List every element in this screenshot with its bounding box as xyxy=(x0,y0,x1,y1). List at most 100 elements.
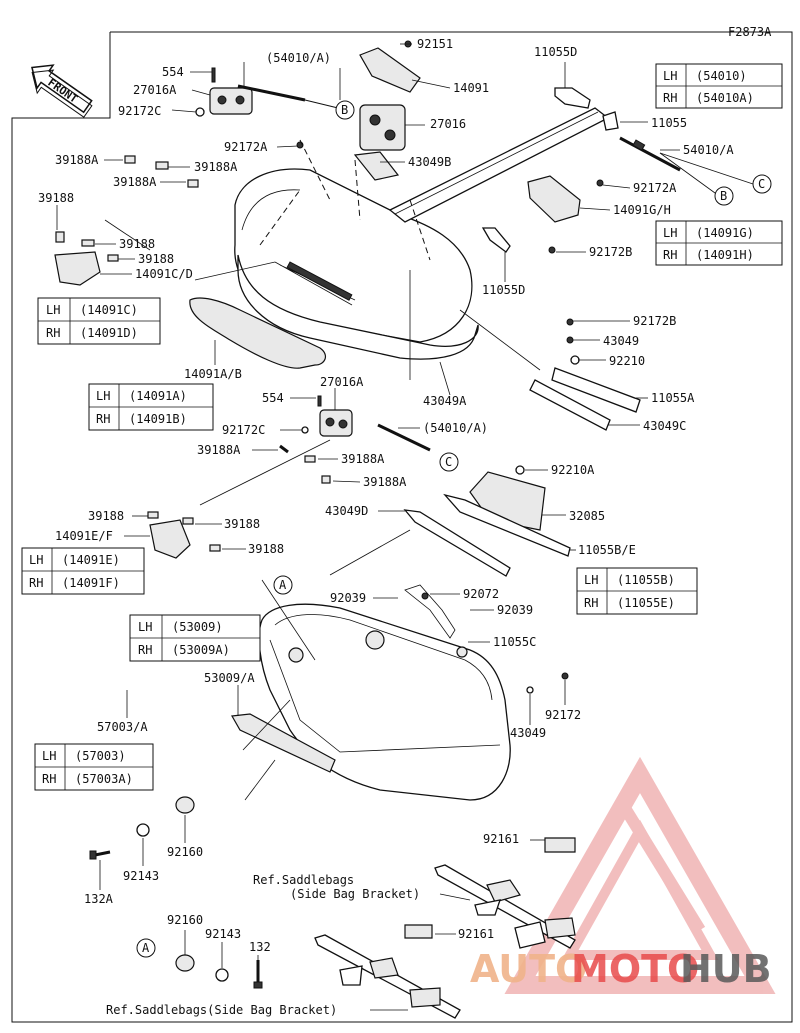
label-43049b: 43049B xyxy=(408,155,451,169)
label-39188-m1: 39188 xyxy=(88,509,124,523)
svg-text:(14091F): (14091F) xyxy=(62,576,120,590)
label-11055be: 11055B/E xyxy=(578,543,636,557)
label-39188a-m2: 39188A xyxy=(341,452,385,466)
svg-text:B: B xyxy=(720,189,727,203)
svg-text:RH: RH xyxy=(42,772,56,786)
rod-54010a-top xyxy=(237,84,306,102)
label-27016: 27016 xyxy=(430,117,466,131)
leader-lines xyxy=(56,43,680,1011)
label-ref1-line1: Ref.Saddlebags xyxy=(253,873,354,887)
label-14091ef: 14091E/F xyxy=(55,529,113,543)
label-92172c-mid: 92172C xyxy=(222,423,265,437)
callout-a-case: A xyxy=(273,575,293,595)
label-11055: 11055 xyxy=(651,116,687,130)
callout-c-mid: C xyxy=(439,452,459,472)
bolt-132a xyxy=(89,850,111,860)
label-ref2: Ref.Saddlebags(Side Bag Bracket) xyxy=(106,1003,337,1017)
latch-27016a-mid xyxy=(301,395,353,437)
label-57003a: 57003/A xyxy=(97,720,148,734)
label-92210: 92210 xyxy=(609,354,645,368)
label-11055d: 11055D xyxy=(534,45,577,59)
svg-text:LH: LH xyxy=(584,573,598,587)
svg-text:(14091G): (14091G) xyxy=(696,226,754,240)
label-54010a-mid: (54010/A) xyxy=(423,421,488,435)
svg-text:A: A xyxy=(142,941,150,955)
label-11055d-low: 11055D xyxy=(482,283,525,297)
label-43049-r: 43049 xyxy=(603,334,639,348)
svg-text:LH: LH xyxy=(663,226,677,240)
cover-14091ef xyxy=(149,519,191,559)
bracket-11055d xyxy=(554,87,591,109)
gasket-43049b xyxy=(353,151,400,181)
svg-text:LH: LH xyxy=(138,620,152,634)
cover-14091cd xyxy=(54,251,101,286)
svg-text:(53009): (53009) xyxy=(172,620,223,634)
table-11055be: LH(11055B) RH(11055E) xyxy=(576,567,698,615)
watermark-wordmark: AUTO MOTO HUB xyxy=(470,947,772,991)
label-14091ab: 14091A/B xyxy=(184,367,242,381)
grommet-92143-b xyxy=(215,968,229,982)
svg-text:RH: RH xyxy=(663,248,677,262)
svg-text:(14091B): (14091B) xyxy=(129,412,187,426)
rail-43049c xyxy=(529,379,611,431)
pad-39188-b xyxy=(107,254,119,262)
svg-text:A: A xyxy=(279,578,287,592)
label-11055c: 11055C xyxy=(493,635,536,649)
label-39188-b: 39188 xyxy=(138,252,174,266)
label-43049a: 43049A xyxy=(423,394,467,408)
svg-text:RH: RH xyxy=(29,576,43,590)
watermark-word-3: HUB xyxy=(680,947,772,991)
label-92161-b: 92161 xyxy=(458,927,494,941)
diagram-frame xyxy=(11,31,793,1023)
svg-text:(14091C): (14091C) xyxy=(80,303,138,317)
label-53009a: 53009/A xyxy=(204,671,255,685)
label-11055a: 11055A xyxy=(651,391,695,405)
latch-27016a-top xyxy=(195,67,253,117)
callout-a-bottom: A xyxy=(136,938,156,958)
table-57003: LH(57003) RH(57003A) xyxy=(34,743,154,791)
table-53009: LH (53009) RH (53009A) xyxy=(129,614,261,662)
svg-text:RH: RH xyxy=(138,643,152,657)
svg-text:(14091H): (14091H) xyxy=(696,248,754,262)
pad-39188a-3 xyxy=(187,179,199,188)
rail-43049d xyxy=(403,509,511,577)
diagram-code: F2873A xyxy=(728,25,772,39)
svg-text:(14091A): (14091A) xyxy=(129,389,187,403)
svg-text:LH: LH xyxy=(29,553,43,567)
label-92151: 92151 xyxy=(417,37,453,51)
label-27016a-mid: 27016A xyxy=(320,375,364,389)
svg-text:LH: LH xyxy=(46,303,60,317)
svg-text:(53009A): (53009A) xyxy=(172,643,230,657)
lid-shell xyxy=(234,168,479,360)
label-92160-b: 92160 xyxy=(167,913,203,927)
label-39188-m2: 39188 xyxy=(224,517,260,531)
callout-c-right: C xyxy=(752,174,772,194)
part-labels: 554 27016A 92172C (54010/A) 92151 14091 … xyxy=(38,37,734,1017)
label-92172b-r: 92172B xyxy=(633,314,676,328)
watermark-word-1: AUTO xyxy=(470,947,587,991)
rail-11055be xyxy=(443,493,571,557)
side-bag-bracket-upper xyxy=(434,837,576,949)
side-bag-bracket-lower xyxy=(314,924,461,1019)
label-92210a: 92210A xyxy=(551,463,595,477)
label-14091: 14091 xyxy=(453,81,489,95)
table-14091ef: LH(14091E) RH(14091F) xyxy=(21,547,145,595)
bolt-132 xyxy=(253,960,263,989)
label-39188a-2: 39188A xyxy=(194,160,238,174)
watermark-word-2: MOTO xyxy=(571,947,699,991)
saddlebag-case-57003a xyxy=(258,603,511,801)
grommet-92143-a xyxy=(136,823,150,837)
label-14091gh: 14091G/H xyxy=(613,203,671,217)
label-92143-a: 92143 xyxy=(123,869,159,883)
label-92039-r: 92039 xyxy=(497,603,533,617)
svg-text:(11055B): (11055B) xyxy=(617,573,675,587)
svg-text:B: B xyxy=(341,103,348,117)
hinge-11055 xyxy=(602,111,619,131)
bracket-11055d-low xyxy=(481,227,511,253)
label-ref1-line2: (Side Bag Bracket) xyxy=(290,887,420,901)
watermark-logo xyxy=(504,756,776,994)
callout-b-right: B xyxy=(714,186,734,206)
svg-text:RH: RH xyxy=(584,596,598,610)
pad-39188-m3 xyxy=(209,544,221,552)
